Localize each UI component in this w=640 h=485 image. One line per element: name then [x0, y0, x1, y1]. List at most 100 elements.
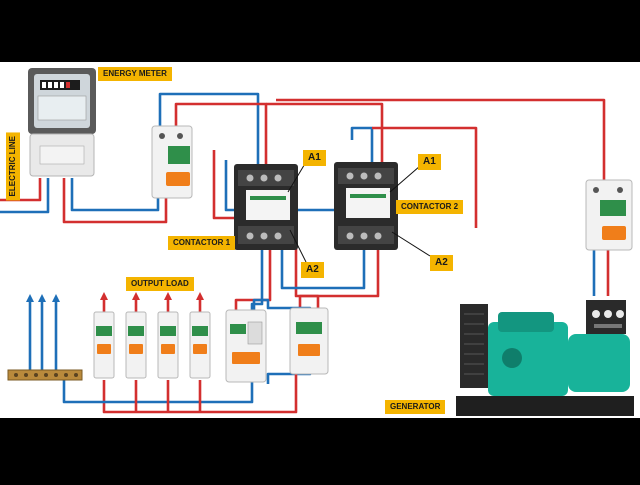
arrow-heads	[26, 292, 204, 302]
contactor2-coil-feed	[372, 126, 478, 228]
contactor-output-neutral	[250, 250, 264, 312]
a1-right-label: A1	[418, 154, 441, 170]
a2-left-label: A2	[301, 262, 324, 278]
arrow-icon	[100, 292, 108, 300]
terminal-screw	[593, 187, 599, 193]
digit	[42, 82, 46, 88]
rccb-lever	[232, 352, 260, 364]
mcb-brand-strip	[128, 326, 144, 336]
contactor-1-label: CONTACTOR 1	[168, 236, 236, 250]
mcb-lever	[166, 172, 190, 186]
arrow-icon	[38, 294, 46, 302]
mains-neutral-wire	[0, 178, 50, 214]
mcb-body	[289, 307, 329, 375]
panel-gauge	[592, 310, 600, 318]
mcb-brand-strip	[600, 200, 626, 216]
a2-left-pointer	[289, 229, 307, 263]
contactor-2	[334, 162, 398, 250]
load-mcb-3	[157, 311, 179, 379]
mcb-lever	[602, 226, 626, 240]
generator-engine	[488, 322, 568, 396]
a1-left-label: A1	[303, 150, 326, 166]
rccb-test-panel	[247, 321, 263, 345]
panel-gauge	[616, 310, 624, 318]
generator-alternator	[568, 334, 630, 392]
terminal-screw	[346, 172, 354, 180]
arrow-icon	[196, 292, 204, 300]
contactor-brand-strip	[350, 194, 386, 198]
mcb-lever	[129, 344, 143, 354]
gen-output-phase	[298, 294, 320, 312]
terminal-screw	[246, 174, 254, 182]
neutral-bar	[7, 369, 83, 381]
pointer-lines	[287, 161, 431, 263]
mcb-contactor1-phase	[174, 102, 268, 168]
panel-switch-row	[594, 324, 622, 328]
arrow-icon	[26, 294, 34, 302]
generator-label: GENERATOR	[385, 400, 446, 414]
mcb-lever	[193, 344, 207, 354]
energy-meter-label: ENERGY METER	[98, 67, 172, 81]
digit	[66, 82, 70, 88]
generator-mcb	[585, 179, 633, 251]
terminal-screw	[617, 187, 623, 193]
mcb-lever	[97, 344, 111, 354]
rccb-body	[225, 309, 267, 383]
generator-radiator	[460, 304, 488, 388]
digit	[48, 82, 52, 88]
mcb-lever	[161, 344, 175, 354]
load-neutral-bus	[62, 380, 254, 404]
bar-screw	[14, 373, 18, 377]
panel-gauge	[604, 310, 612, 318]
meter-mcb-phase	[62, 178, 168, 224]
contactor-face	[246, 190, 290, 220]
mcb-brand-strip	[160, 326, 176, 336]
terminal-screw	[274, 174, 282, 182]
energy-meter	[28, 68, 96, 177]
changeover-mcb	[289, 307, 329, 375]
contactor-brand-strip	[250, 196, 286, 200]
rccb-neutral-return	[252, 298, 312, 384]
top-phase-bus	[266, 102, 384, 166]
generator-base-frame	[456, 396, 634, 416]
load-mcbs	[93, 311, 211, 379]
terminal-screw	[177, 133, 183, 139]
mcb-brand-strip	[296, 322, 322, 334]
contactor-1	[234, 164, 298, 250]
generator	[456, 300, 634, 416]
terminal-screw	[346, 232, 354, 240]
contactor-interlock-neutral	[280, 250, 366, 290]
contactor-interlock-wire	[294, 230, 380, 298]
engine-head	[498, 312, 554, 332]
bar-screw	[74, 373, 78, 377]
terminal-screw	[274, 232, 282, 240]
bar-screw	[24, 373, 28, 377]
terminal-screw	[260, 232, 268, 240]
arrow-icon	[52, 294, 60, 302]
contactor-face	[346, 188, 390, 218]
rccb-brand-strip	[230, 324, 246, 334]
a1-right-pointer	[389, 165, 421, 193]
mcb-brand-strip	[168, 146, 190, 164]
mcb-brand-strip	[192, 326, 208, 336]
arrow-icon	[132, 292, 140, 300]
contactor2-neutral-feed	[350, 126, 374, 166]
a1-left-pointer	[287, 161, 307, 193]
meter-terminal-cover	[39, 145, 85, 165]
mains-mcb	[151, 125, 193, 199]
contactor-2-label: CONTACTOR 2	[396, 200, 464, 214]
bar-screw	[64, 373, 68, 377]
terminal-screw	[374, 232, 382, 240]
mcb-lever	[298, 344, 320, 356]
arrow-icon	[164, 292, 172, 300]
terminal-screw	[360, 232, 368, 240]
bar-screw	[54, 373, 58, 377]
terminal-screw	[159, 133, 165, 139]
engine-pulley	[502, 348, 522, 368]
load-mcb-4	[189, 311, 211, 379]
meter-mcb-neutral	[70, 178, 160, 212]
electric-line-label: ELECTRIC LINE	[6, 132, 20, 201]
mcb-brand-strip	[96, 326, 112, 336]
meter-label-plate	[37, 95, 87, 121]
